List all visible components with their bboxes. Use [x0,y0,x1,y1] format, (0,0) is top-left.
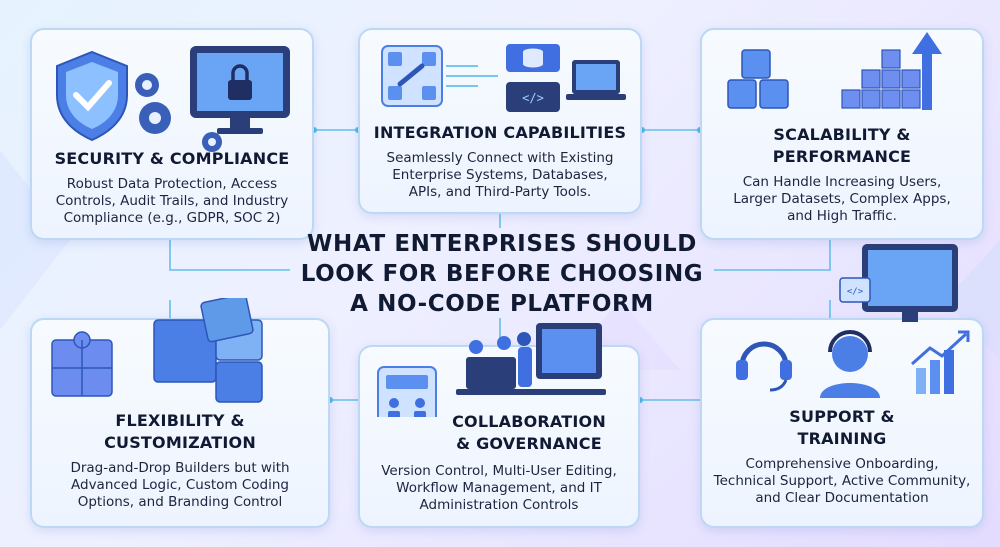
card-flexibility-customization: FLEXIBILITY & CUSTOMIZATION Drag-and-Dro… [30,298,330,528]
security-icons [56,46,290,152]
card-description: Seamlessly Connect with Existing Enterpr… [386,150,614,200]
main-title: WHAT ENTERPRISES SHOULD LOOK FOR BEFORE … [300,231,704,317]
card-collaboration-governance: COLLABORATION & GOVERNANCE Version Contr… [358,323,640,528]
puzzle-pieces-icon [153,298,263,403]
card-description: Comprehensive Onboarding, Technical Supp… [713,456,971,506]
integration-icons: </> [381,44,626,112]
card-title: SUPPORT & TRAINING [789,407,895,448]
monitor-lock-icon [190,46,290,134]
card-title: COLLABORATION & GOVERNANCE [452,412,606,453]
card-description: Version Control, Multi-User Editing, Wor… [381,463,617,513]
puzzle-icon [51,331,113,397]
card-title: FLEXIBILITY & CUSTOMIZATION [104,411,256,452]
code-monitor-icon: </> [839,244,958,322]
card-title: INTEGRATION CAPABILITIES [373,123,627,142]
cubes-icon [727,49,789,109]
support-agent-icon [820,330,880,398]
card-scalability-performance: SCALABILITY & PERFORMANCE Can Handle Inc… [700,28,984,240]
code-window-icon: </> [506,82,560,112]
link-chain-icon [381,45,443,107]
database-icon [506,44,560,72]
support-icons: </> [736,244,970,398]
gear-icon [135,73,222,152]
scalability-icons [727,32,942,110]
shield-check-icon [56,50,128,142]
card-description: Drag-and-Drop Builders but with Advanced… [70,460,290,510]
growth-arrow-icon [841,32,942,110]
team-screen-icon [377,366,437,417]
card-title: SECURITY & COMPLIANCE [54,149,290,168]
card-description: Can Handle Increasing Users, Larger Data… [733,174,951,224]
card-integration-capabilities: </> INTEGRATION CAPABILITIES Seamlessly … [358,28,642,214]
svg-text:</>: </> [847,287,864,297]
laptop-icon [566,60,626,100]
people-at-desk-icon [456,323,606,395]
chart-arrow-icon [911,330,970,394]
headset-icon [736,341,792,392]
collaboration-icons [377,323,606,417]
card-support-training: </> SUPPORT & TRAINING Comprehensive Onb… [700,244,984,528]
card-security-compliance: SECURITY & COMPLIANCE Robust Data Protec… [30,28,314,240]
flexibility-icons [51,298,263,403]
svg-text:</>: </> [522,91,544,105]
card-description: Robust Data Protection, Access Controls,… [55,176,289,226]
card-title: SCALABILITY & PERFORMANCE [772,125,912,166]
